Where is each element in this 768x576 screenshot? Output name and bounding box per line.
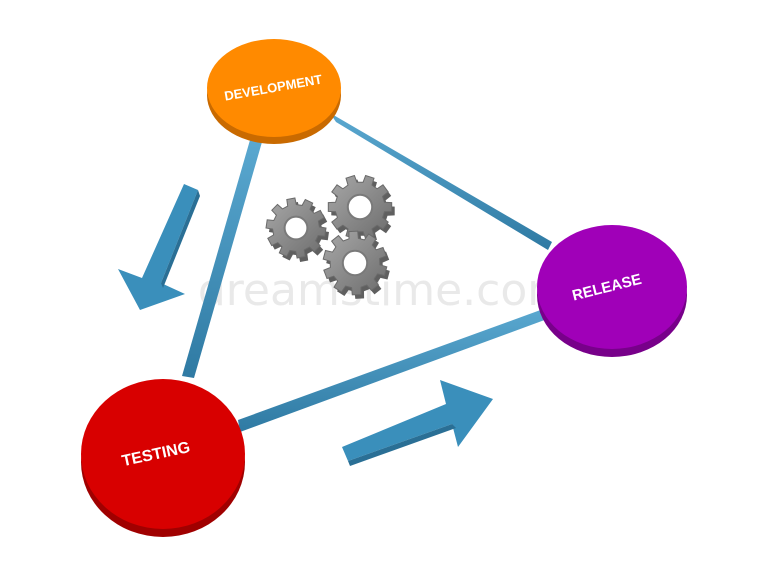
gears-group <box>265 174 395 299</box>
arrow-right-icon <box>342 380 493 461</box>
connector-development-release <box>330 113 552 250</box>
node-testing-disc <box>81 379 245 529</box>
node-development-disc <box>207 39 341 137</box>
gear-hole <box>346 193 374 221</box>
node-development: DEVELOPMENT <box>207 39 341 144</box>
gear-hole <box>341 249 369 277</box>
node-testing: TESTING <box>81 379 245 537</box>
arrow-down-left-icon <box>118 184 198 310</box>
node-release: RELEASE <box>537 225 687 357</box>
connectors <box>182 113 552 432</box>
direction-arrows <box>118 184 493 466</box>
gear-hole <box>283 215 309 241</box>
connector-development-testing <box>182 140 262 378</box>
node-release-disc <box>537 225 687 349</box>
connector-testing-release <box>238 308 550 432</box>
arrow-down-left-shadow <box>161 190 200 288</box>
arrow-right-shadow <box>348 424 456 466</box>
